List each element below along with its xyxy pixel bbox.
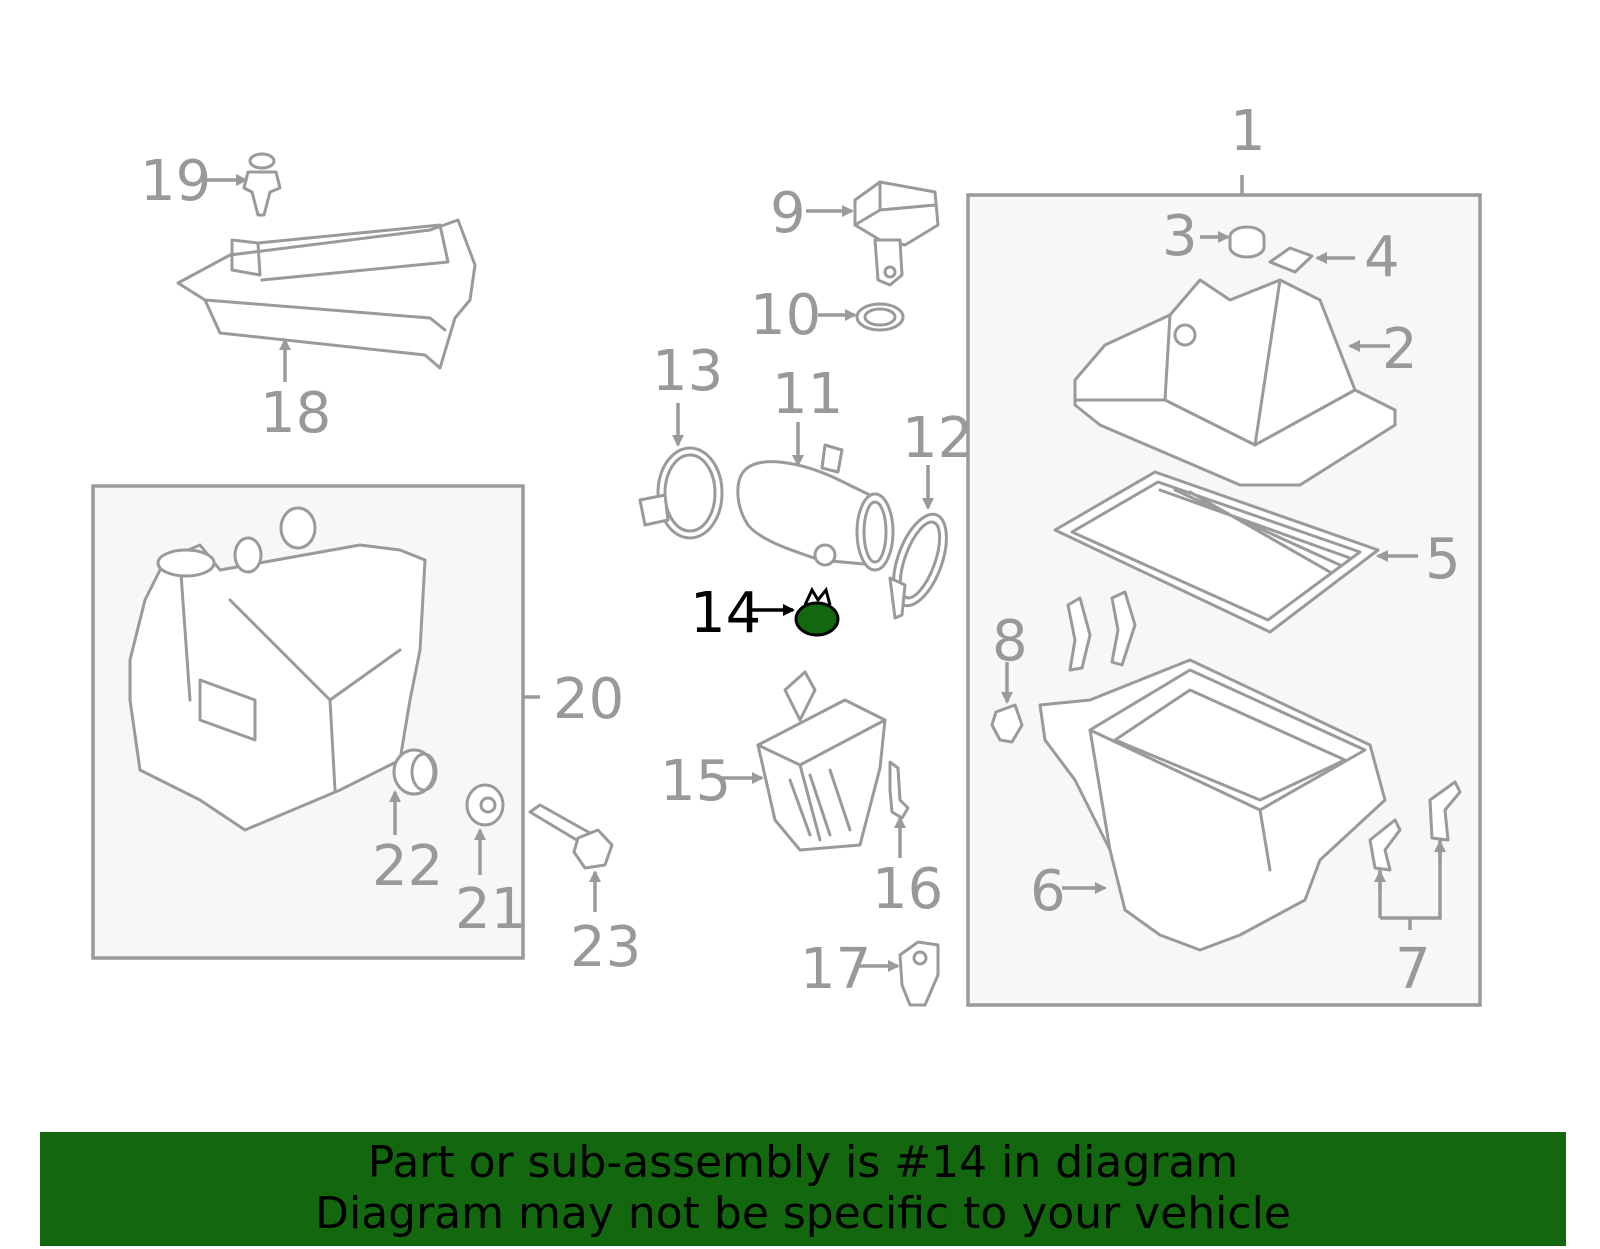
clamp-12 (888, 512, 948, 620)
grommet-21 (465, 783, 505, 827)
callout-13: 13 (652, 339, 723, 404)
callout-7: 7 (1395, 937, 1431, 1002)
callout-11: 11 (772, 362, 843, 427)
grommets-resonator (233, 506, 317, 574)
callout-1: 1 (1230, 99, 1266, 164)
lower-housing-6 (1038, 658, 1387, 952)
callout-23: 23 (570, 915, 641, 980)
maf-sensor-9 (853, 180, 940, 287)
part-info-banner: Part or sub-assembly is #14 in diagram D… (40, 1132, 1566, 1246)
intake-duct-11 (736, 443, 895, 572)
callout-5: 5 (1425, 527, 1461, 592)
bolt-23 (528, 803, 614, 870)
pad-4 (1268, 246, 1314, 274)
parts-diagram: 1 2 3 4 5 6 7 8 9 10 11 12 13 14 15 16 1… (91, 99, 1482, 1007)
gasket-17 (898, 940, 940, 1007)
callout-15: 15 (660, 749, 731, 814)
callout-9: 9 (770, 181, 806, 246)
banner-line-1: Part or sub-assembly is #14 in diagram (367, 1137, 1239, 1188)
grommet-22 (392, 748, 438, 796)
callout-17: 17 (800, 937, 871, 1002)
highlighted-part-14 (794, 586, 840, 637)
callout-14: 14 (690, 581, 761, 646)
resonator-assembly-20 (128, 543, 427, 832)
callout-3: 3 (1162, 204, 1198, 269)
callout-18: 18 (260, 381, 331, 446)
bracket-18 (176, 218, 477, 370)
callout-22: 22 (372, 834, 443, 899)
callout-20: 20 (553, 667, 624, 732)
push-pin-19 (242, 152, 282, 217)
callout-6: 6 (1030, 859, 1066, 924)
resonator-15 (756, 670, 887, 852)
clip-16 (888, 760, 910, 820)
clamp-13 (638, 446, 724, 540)
banner-line-2: Diagram may not be specific to your vehi… (315, 1188, 1291, 1239)
callout-12: 12 (902, 406, 973, 471)
callout-4: 4 (1364, 225, 1400, 290)
grommet-8 (990, 703, 1024, 744)
callout-8: 8 (992, 609, 1028, 674)
callout-10: 10 (750, 283, 821, 348)
callout-16: 16 (872, 857, 943, 922)
grommet-3 (1228, 225, 1266, 259)
callout-19: 19 (140, 149, 211, 214)
callout-2: 2 (1382, 317, 1418, 382)
callout-21: 21 (455, 877, 526, 942)
upper-housing-2 (1073, 278, 1397, 487)
